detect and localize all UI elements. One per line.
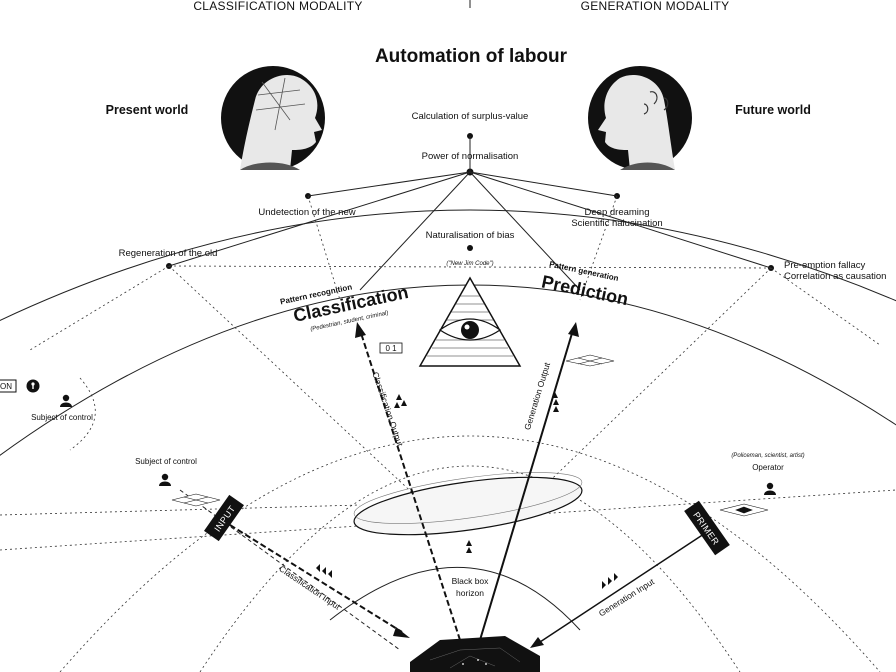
phrenology-head-icon bbox=[221, 66, 325, 170]
binary-label: 0 1 bbox=[385, 344, 397, 353]
deep-dreaming-label: Deep dreaming bbox=[585, 207, 650, 218]
jim-code-label: ("New Jim Code") bbox=[446, 261, 493, 267]
black-box-arc bbox=[329, 567, 581, 631]
generation-modality-heading: GENERATION MODALITY bbox=[581, 0, 730, 13]
generation-output-arrow bbox=[479, 329, 574, 641]
black-box-icon bbox=[410, 636, 540, 672]
preemption-label: Pre-emption fallacy bbox=[784, 260, 866, 271]
classification-output-arrow bbox=[359, 329, 461, 641]
naturalisation-label: Naturalisation of bias bbox=[426, 230, 515, 241]
grid-diamond-icon bbox=[171, 354, 769, 517]
operator-label: Operator bbox=[752, 463, 784, 472]
binary-box bbox=[379, 342, 403, 354]
inner-arc bbox=[0, 284, 896, 456]
subject-of-control-left: Subject of control bbox=[31, 413, 93, 422]
primer-box: PRIMER bbox=[684, 500, 730, 556]
generation-output-label: Generation Output bbox=[522, 361, 552, 431]
generation-input-arrow bbox=[539, 529, 711, 643]
generation-input-label: Generation Input bbox=[597, 576, 657, 618]
regeneration-label: Regeneration of the old bbox=[119, 248, 218, 259]
undetection-label: Undetection of the new bbox=[258, 207, 355, 218]
edge-tag-label: ON bbox=[0, 382, 12, 391]
dotted-arc-1 bbox=[59, 435, 881, 672]
black-box-label-line2: horizon bbox=[456, 588, 484, 598]
hallucination-label: Scientific halucination bbox=[571, 218, 662, 229]
black-box-label-line1: Black box bbox=[452, 576, 490, 586]
subject-of-control-mid: Subject of control bbox=[135, 457, 197, 466]
lens-disc bbox=[353, 472, 583, 536]
keyhole-icon bbox=[26, 379, 40, 393]
person-icon bbox=[60, 394, 776, 495]
classification-input-label: Classification Input bbox=[277, 563, 342, 612]
classification-input-arrow bbox=[229, 524, 403, 633]
diagram-title: Automation of labour bbox=[375, 46, 568, 67]
eye-pyramid-icon bbox=[418, 276, 522, 367]
phrenology-head-icon bbox=[588, 66, 692, 170]
present-world-label: Present world bbox=[106, 103, 189, 117]
classification-modality-heading: CLASSIFICATION MODALITY bbox=[193, 0, 362, 13]
operator-examples: (Policeman, scientist, artist) bbox=[731, 453, 804, 459]
surplus-value-label: Calculation of surplus-value bbox=[412, 111, 529, 122]
flow-markers bbox=[316, 392, 618, 589]
edge-tag bbox=[0, 379, 17, 393]
future-world-label: Future world bbox=[735, 103, 811, 117]
classification-output-label: Classification Output bbox=[370, 371, 405, 449]
outer-arc bbox=[0, 209, 896, 322]
